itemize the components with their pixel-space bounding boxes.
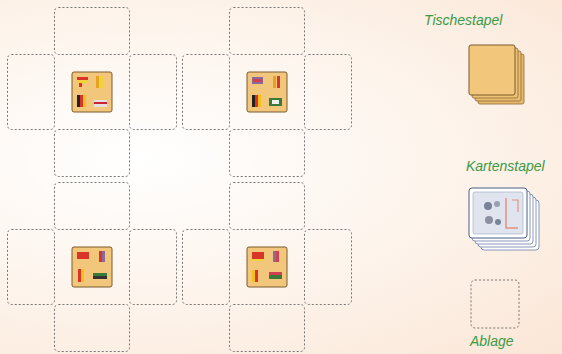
stack-label: Tischestapel xyxy=(424,12,502,28)
stack-label: Kartenstapel xyxy=(466,158,545,174)
card-stack xyxy=(469,188,539,250)
tile-stack xyxy=(469,45,524,104)
discard-slot xyxy=(471,280,519,328)
stack-label: Ablage xyxy=(470,333,514,349)
